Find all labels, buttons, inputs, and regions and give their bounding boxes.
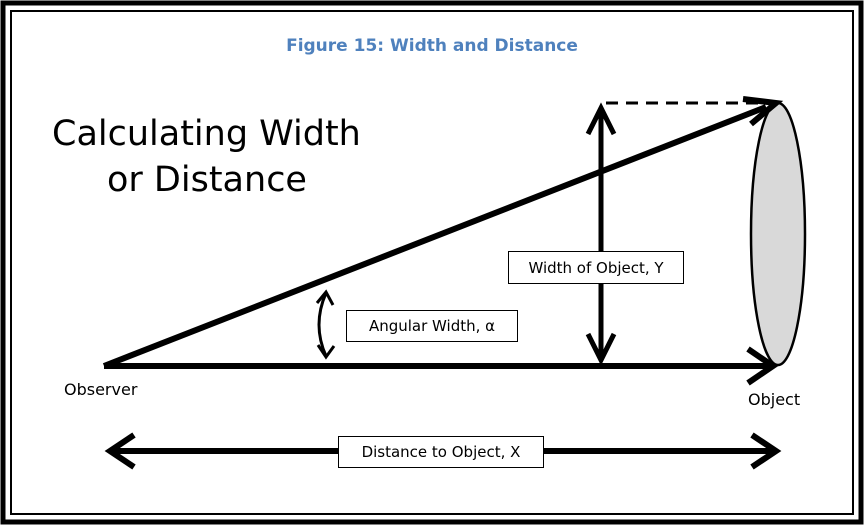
- angular-width-label: Angular Width, α: [346, 310, 518, 342]
- figure-title: Figure 15: Width and Distance: [286, 36, 578, 56]
- width-of-object-label: Width of Object, Y: [508, 251, 684, 284]
- sight-line: [102, 104, 768, 369]
- distance-arrow-head-left: [104, 432, 136, 470]
- angular-arc: [317, 292, 328, 357]
- object-ellipse: [749, 101, 807, 367]
- sight-line-arrowhead: [742, 96, 784, 127]
- distance-to-object-label: Distance to Object, X: [338, 436, 544, 468]
- distance-arrow-head-right: [750, 432, 782, 470]
- observer-label: Observer: [64, 380, 138, 399]
- angular-arc-head-bottom: [316, 344, 336, 360]
- object-label: Object: [748, 390, 801, 409]
- width-arrow-head-top: [585, 102, 617, 136]
- diagram-heading-line-1: Calculating Width: [52, 114, 361, 154]
- width-arrow-head-bottom: [585, 332, 617, 366]
- baseline-arrowhead: [746, 346, 779, 386]
- diagram-heading-line-2: or Distance: [107, 160, 307, 200]
- angular-arc-head-top: [315, 289, 335, 306]
- inner-frame: [10, 10, 854, 515]
